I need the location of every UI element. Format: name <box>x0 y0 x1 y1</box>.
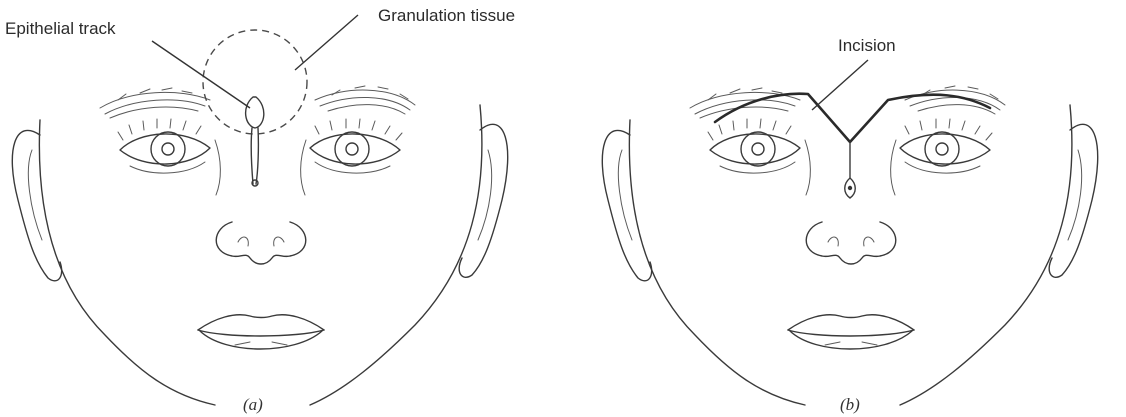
incision-leader-line <box>812 60 868 110</box>
face-outline-b <box>602 86 1097 405</box>
label-granulation-tissue: Granulation tissue <box>378 6 515 25</box>
sinus-dot <box>848 186 852 190</box>
caption-b: (b) <box>840 395 860 414</box>
panel-b: Incision (b) <box>602 36 1097 414</box>
granulation-leader-line <box>295 15 358 70</box>
label-epithelial-track: Epithelial track <box>5 19 116 38</box>
epithelial-leader-line <box>152 41 250 108</box>
epithelial-track-stalk <box>251 128 258 184</box>
epithelial-track-bulb <box>246 97 264 128</box>
label-incision: Incision <box>838 36 896 55</box>
caption-a: (a) <box>243 395 263 414</box>
granulation-tissue-circle <box>203 30 307 134</box>
panel-a: Epithelial track Granulation tissue (a) <box>5 6 515 414</box>
